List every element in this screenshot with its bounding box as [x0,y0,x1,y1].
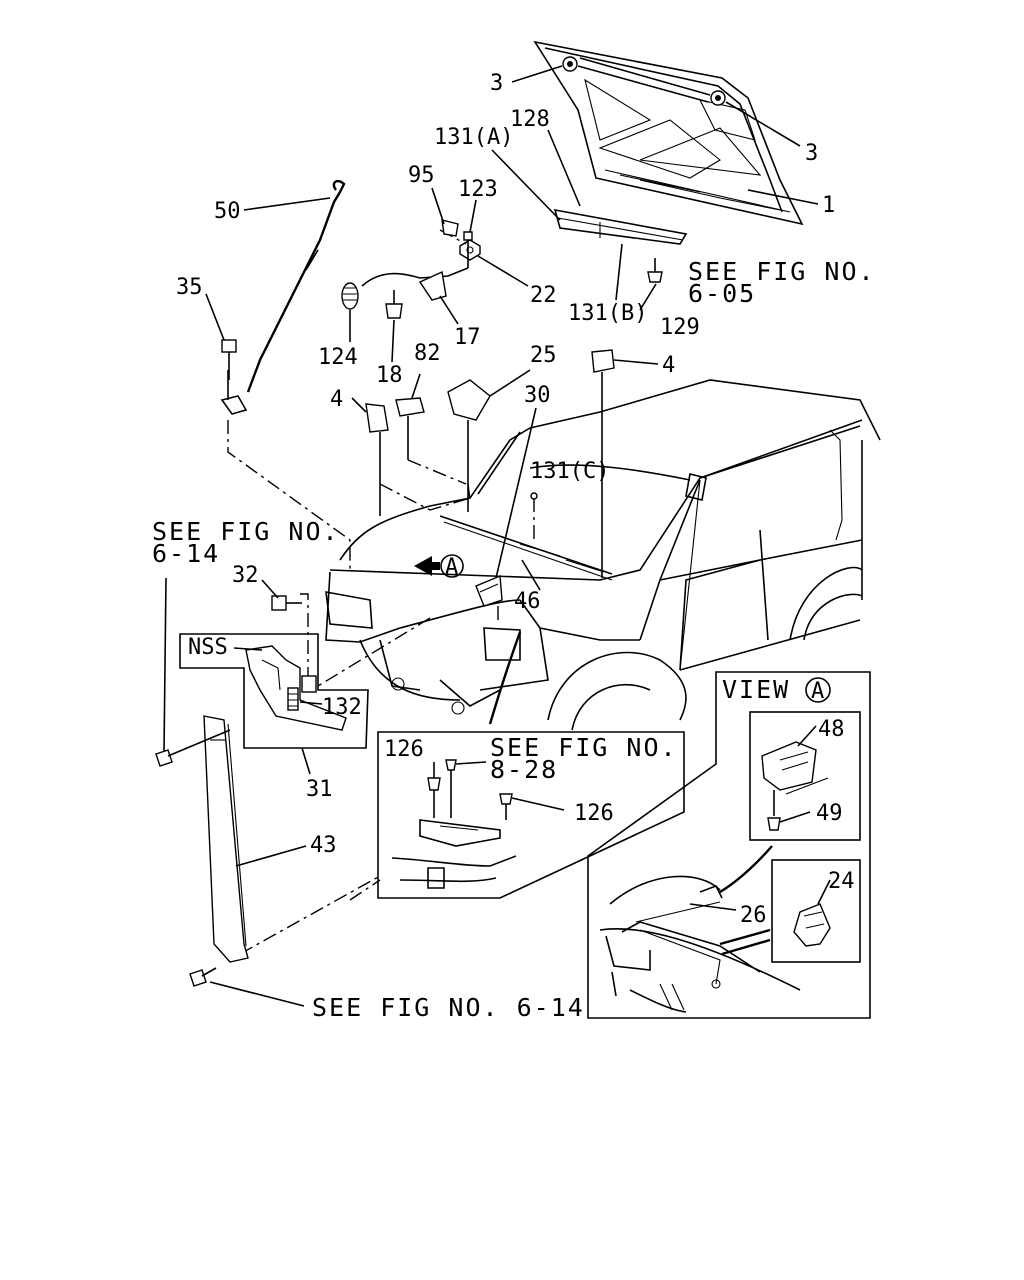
callout-124: 124 [318,345,358,370]
note-see-fig-828-line2: 8-28 [490,755,558,784]
callout-49: 49 [816,801,843,826]
callout-126-right: 126 [574,801,614,826]
part-82 [395,397,425,460]
arrow-a-marker: A [445,555,458,580]
note-see-fig-614-top-line1: SEE FIG NO. [152,517,340,546]
note-see-fig-614-bottom: SEE FIG NO. 6-14 [312,993,585,1022]
view-a-marker: A [811,679,824,704]
note-see-fig-605-line2: 6-05 [688,279,756,308]
bolt-35 [221,339,237,380]
leader-lines [163,65,831,1007]
callout-4-right: 4 [662,353,675,378]
callout-4-left: 4 [330,387,343,412]
nut-22 [459,239,481,261]
callout-43: 43 [310,833,337,858]
view-a-box [587,671,871,1019]
leader-curve [488,631,522,725]
bolt-lower [189,967,217,987]
note-view-a: VIEW [722,675,790,704]
part-25 [447,379,491,512]
callout-25: 25 [530,343,557,368]
callout-132: 132 [322,695,362,720]
callout-95: 95 [408,163,435,188]
hood-latch-assembly-box [179,633,369,749]
note-see-fig-828-line1: SEE FIG NO. [490,733,678,762]
callout-48: 48 [818,717,845,742]
hood-support-rod [220,179,346,415]
callout-35: 35 [176,275,203,300]
clip-129 [647,258,663,283]
clip-131c [530,492,538,500]
view-arrow [414,554,464,578]
callout-50: 50 [214,199,241,224]
hood-seal-strips [553,208,688,245]
callout-22: 22 [530,283,557,308]
hood-panel [533,40,804,226]
vehicle-body [325,379,881,731]
spring-124 [341,282,359,310]
callout-131a: 131(A) [434,125,513,150]
bumper-4-right [591,349,615,578]
bumper-4-left [365,403,389,516]
callout-3-left: 3 [490,71,503,96]
callout-126-left: 126 [384,737,424,762]
callout-26: 26 [740,903,767,928]
callout-17: 17 [454,325,481,350]
callout-1: 1 [822,193,835,218]
detail-box-828 [377,731,685,899]
callout-30: 30 [524,383,551,408]
note-nss: NSS [188,635,228,660]
view-a-circle [805,677,831,703]
bolt-32 [271,595,302,611]
callout-labels: 3 3 1 128 131(A) 95 123 50 35 22 17 131(… [176,71,855,928]
callout-123: 123 [458,177,498,202]
callout-131b: 131(B) [568,301,647,326]
callout-129: 129 [660,315,700,340]
hood-latch-30 [475,574,503,607]
note-see-fig-605-line1: SEE FIG NO. [688,257,876,286]
callout-46: 46 [514,589,541,614]
clip-18 [385,290,403,319]
callout-82: 82 [414,341,441,366]
callout-18: 18 [376,363,403,388]
callout-31: 31 [306,777,333,802]
hood-bumper-right [710,90,726,106]
support-43 [203,715,249,963]
reference-notes: SEE FIG NO. 6-05 SEE FIG NO. 6-14 SEE FI… [152,257,876,1022]
callout-3-right: 3 [805,141,818,166]
note-see-fig-614-top-line2: 6-14 [152,539,220,568]
callout-131c: 131(C) [530,459,609,484]
callout-32: 32 [232,563,259,588]
hood-bumper-left [562,56,578,72]
callout-24: 24 [828,869,855,894]
callout-128: 128 [510,107,550,132]
latch-release-cable [361,219,473,301]
